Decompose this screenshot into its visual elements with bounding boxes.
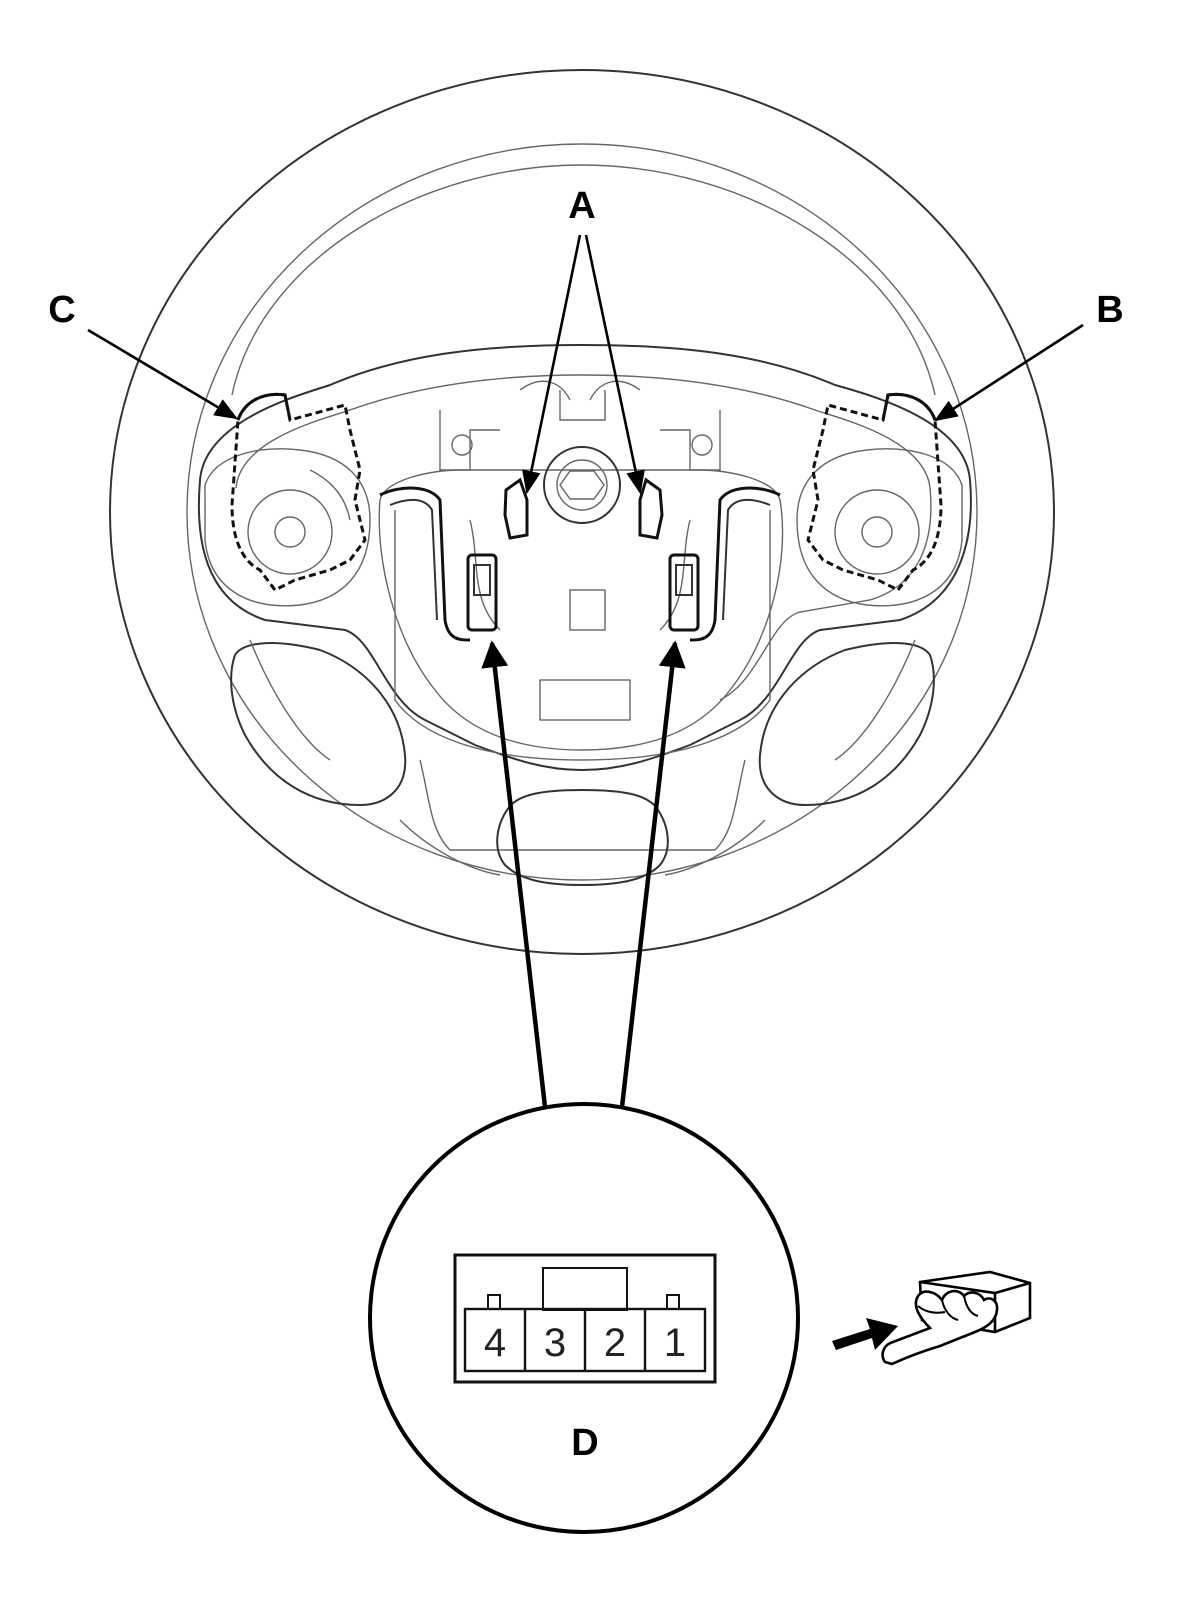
callout-a: A [568,185,595,227]
steering-wheel-icon [109,69,1055,955]
paddle-shifter-left [230,392,367,592]
pin-label: 1 [664,1321,686,1365]
paddle-shifter-right [806,392,943,592]
callout-d: D [571,1422,598,1464]
pin-label: 2 [604,1321,626,1365]
pin-label: 3 [544,1321,566,1365]
detail-circle-d: 4 3 2 1 D [368,1102,800,1534]
callout-c: C [48,289,75,331]
hand-pushing-connector-icon [832,1270,1032,1366]
callout-b: B [1096,289,1123,331]
pin-label: 4 [484,1321,506,1365]
callout-leaders [87,234,1084,1108]
connector-icon [453,1253,717,1384]
